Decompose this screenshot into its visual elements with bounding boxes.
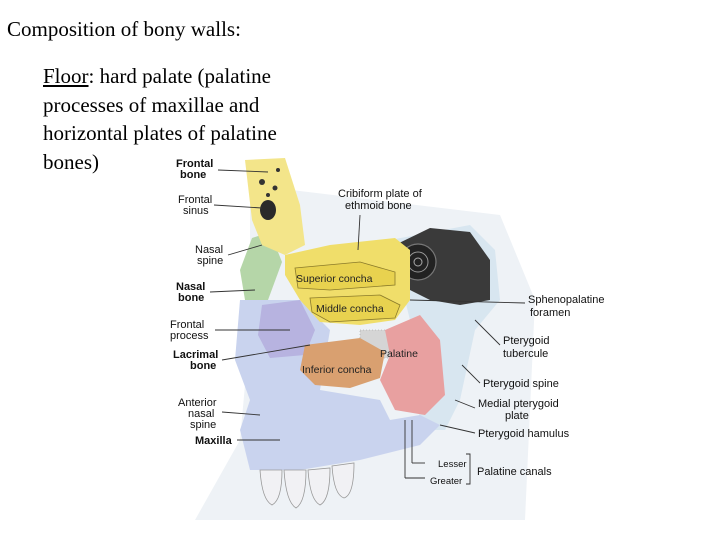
label-anterior-nasal-spine-3: spine — [190, 419, 216, 431]
label-frontal-process-1: Frontal — [170, 319, 204, 331]
middle-concha-shape — [309, 294, 401, 323]
label-nasal-bone-2: bone — [178, 292, 204, 304]
tooth — [283, 469, 307, 509]
label-nasal-spine-2: spine — [197, 255, 223, 267]
label-cribriform-1: Cribiform plate of — [338, 188, 423, 200]
label-frontal-sinus-2: sinus — [183, 205, 209, 217]
tooth — [307, 467, 331, 506]
label-frontal-bone-1: Frontal — [176, 158, 213, 170]
label-anterior-nasal-spine-2: nasal — [188, 408, 214, 420]
teeth-row — [259, 462, 355, 509]
label-palatine: Palatine — [380, 348, 418, 360]
inferior-concha-shape — [300, 338, 385, 388]
palatine-bone — [380, 315, 445, 415]
floor-line-2: processes of maxillae and — [43, 92, 260, 117]
tooth — [331, 462, 355, 499]
label-anterior-nasal-spine-1: Anterior — [178, 397, 217, 409]
label-maxilla: Maxilla — [195, 435, 233, 447]
lacrimal-bone — [258, 300, 315, 358]
sinus-whorl-inner2 — [413, 257, 423, 267]
frontal-sinus-cavity — [260, 200, 276, 220]
frontal-spot — [259, 179, 265, 185]
tooth — [259, 469, 283, 506]
label-pterygoid-tubercule-2: tubercule — [503, 348, 548, 360]
superior-concha-shape — [294, 261, 396, 291]
label-greater: Greater — [430, 476, 462, 487]
label-nasal-spine-1: Nasal — [195, 244, 223, 256]
frontal-spot — [276, 168, 280, 172]
label-superior-concha: Superior concha — [296, 273, 373, 285]
label-cribriform-2: ethmoid bone — [345, 200, 412, 212]
floor-line-1: : hard palate (palatine — [88, 64, 272, 88]
label-inferior-concha: Inferior concha — [302, 364, 372, 376]
label-pterygoid-tubercule-1: Pterygoid — [503, 335, 549, 347]
floor-description: Floor: hard palate (palatine processes o… — [43, 62, 343, 176]
label-lesser: Lesser — [438, 459, 467, 470]
slide-heading: Composition of bony walls: — [7, 17, 241, 41]
floor-term: Floor — [43, 64, 89, 88]
label-pterygoid-hamulus: Pterygoid hamulus — [478, 428, 570, 440]
label-sphenopalatine-1: Sphenopalatine — [528, 294, 604, 306]
label-sphenopalatine-2: foramen — [530, 307, 570, 319]
label-lacrimal-bone-1: Lacrimal — [173, 349, 218, 361]
label-medial-pterygoid-1: Medial pterygoid — [478, 398, 559, 410]
frontal-spot — [266, 193, 270, 197]
label-frontal-sinus-1: Frontal — [178, 194, 212, 206]
leader-lines — [209, 169, 526, 485]
frontal-spot — [272, 185, 278, 191]
label-nasal-bone-1: Nasal — [176, 281, 205, 293]
label-palatine-canals: Palatine canals — [477, 466, 552, 478]
floor-line-4: bones) — [43, 149, 99, 174]
label-medial-pterygoid-2: plate — [505, 410, 529, 422]
label-middle-concha: Middle concha — [316, 303, 384, 315]
label-lacrimal-bone-2: bone — [190, 360, 216, 372]
floor-line-3: horizontal plates of palatine — [43, 121, 277, 145]
label-frontal-process-2: process — [170, 330, 209, 342]
label-pterygoid-spine: Pterygoid spine — [483, 378, 559, 390]
label-frontal-bone-2: bone — [180, 169, 206, 181]
